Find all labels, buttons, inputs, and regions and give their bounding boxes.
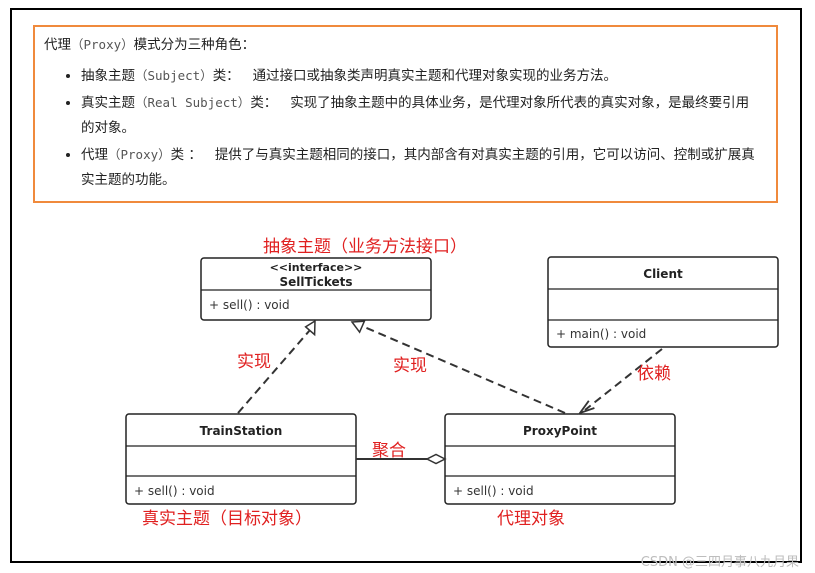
role-kind: 类： bbox=[212, 68, 240, 84]
role-text: 提供了与真实主题相同的接口，其内部含有对真实主题的引用，它可以访问、控制或扩展真… bbox=[81, 147, 755, 188]
outer-frame bbox=[10, 8, 802, 563]
dashed-line bbox=[361, 325, 566, 414]
role-code: （Subject） bbox=[135, 68, 213, 83]
class-box bbox=[547, 256, 779, 348]
role-item-subject: 抽象主题（Subject）类： 通过接口或抽象类声明真实主题和代理对象实现的业务… bbox=[81, 63, 762, 89]
class-name: TrainStation bbox=[200, 424, 283, 438]
annotation-aggregation: 聚合 bbox=[372, 441, 406, 461]
description-title: 代理（Proxy）模式分为三种角色： bbox=[44, 33, 255, 53]
title-prefix: 代理 bbox=[44, 37, 71, 53]
hollow-arrow-head bbox=[304, 319, 316, 337]
annotation-depends: 依赖 bbox=[637, 364, 671, 384]
relation-implements-train-station bbox=[237, 319, 316, 414]
hollow-diamond bbox=[425, 453, 447, 465]
class-sell-tickets[interactable]: <<interface>> SellTickets + sell() : voi… bbox=[200, 257, 432, 321]
watermark: CSDN @三四月事八九月果 bbox=[640, 555, 799, 570]
role-code: （Proxy） bbox=[108, 147, 171, 162]
relation-aggregation bbox=[356, 453, 447, 465]
annotation-implements-right: 实现 bbox=[393, 356, 427, 376]
class-method: + main() : void bbox=[556, 327, 646, 341]
class-method: + sell() : void bbox=[209, 298, 290, 312]
class-stereotype: <<interface>> bbox=[270, 261, 363, 274]
class-client[interactable]: Client + main() : void bbox=[547, 256, 779, 348]
role-term: 真实主题 bbox=[81, 95, 135, 111]
relation-implements-proxy-point bbox=[350, 320, 566, 414]
role-text: 通过接口或抽象类声明真实主题和代理对象实现的业务方法。 bbox=[252, 68, 618, 84]
role-code: （Real Subject） bbox=[135, 95, 251, 110]
role-term: 代理 bbox=[81, 147, 108, 163]
role-item-proxy: 代理（Proxy）类 ： 提供了与真实主题相同的接口，其内部含有对真实主题的引用… bbox=[81, 142, 762, 193]
class-method: + sell() : void bbox=[453, 484, 534, 498]
role-kind: 类 ： bbox=[170, 147, 202, 163]
class-name: Client bbox=[643, 267, 683, 281]
title-code: （Proxy） bbox=[71, 37, 134, 52]
class-name: SellTickets bbox=[279, 275, 352, 289]
annotation-abstract-subject: 抽象主题（业务方法接口） bbox=[263, 237, 467, 257]
title-suffix: 模式分为三种角色： bbox=[133, 37, 256, 53]
role-term: 抽象主题 bbox=[81, 68, 135, 84]
dashed-line bbox=[584, 348, 663, 411]
annotation-real-subject: 真实主题（目标对象） bbox=[142, 509, 312, 529]
annotation-implements-left: 实现 bbox=[237, 352, 271, 372]
annotation-proxy-object: 代理对象 bbox=[497, 509, 565, 529]
role-text: 实现了抽象主题中的具体业务，是代理对象所代表的真实对象，是最终要引用的对象。 bbox=[81, 95, 750, 136]
class-train-station[interactable]: TrainStation + sell() : void bbox=[125, 413, 357, 505]
role-item-real-subject: 真实主题（Real Subject）类： 实现了抽象主题中的具体业务，是代理对象… bbox=[81, 90, 762, 141]
hollow-arrow-head bbox=[350, 320, 366, 334]
role-list: 抽象主题（Subject）类： 通过接口或抽象类声明真实主题和代理对象实现的业务… bbox=[35, 63, 776, 194]
open-arrow-head bbox=[577, 400, 595, 415]
class-method: + sell() : void bbox=[134, 484, 215, 498]
dashed-line bbox=[237, 329, 311, 414]
class-proxy-point[interactable]: ProxyPoint + sell() : void bbox=[444, 413, 676, 505]
relation-depends bbox=[577, 348, 663, 415]
class-box bbox=[200, 257, 432, 321]
role-kind: 类： bbox=[250, 95, 278, 111]
description-box: 代理（Proxy）模式分为三种角色： 抽象主题（Subject）类： 通过接口或… bbox=[33, 25, 778, 203]
class-name: ProxyPoint bbox=[523, 424, 597, 438]
